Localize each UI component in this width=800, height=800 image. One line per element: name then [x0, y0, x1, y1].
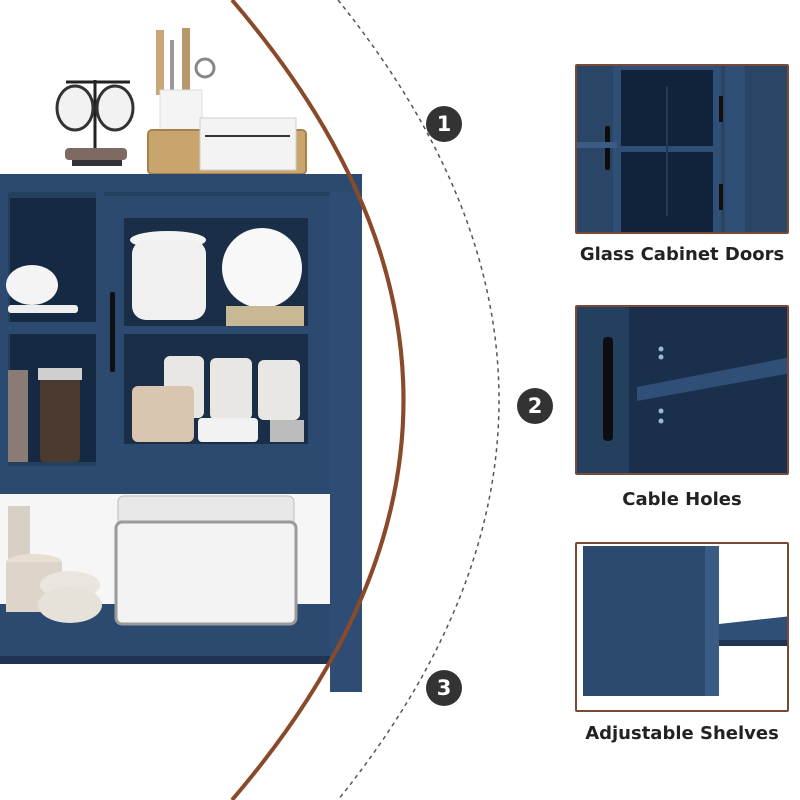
utensil-holder — [156, 28, 216, 136]
cable-holes-label: Cable Holes — [622, 489, 742, 510]
marker-2: 2 — [517, 388, 553, 424]
adjustable-shelves-label: Adjustable Shelves — [585, 723, 779, 744]
cable-holes-photo — [575, 305, 789, 475]
marker-1: 1 — [426, 106, 462, 142]
mug-rack — [55, 80, 135, 166]
cabinet-photo — [0, 28, 362, 692]
adjustable-shelves-photo — [575, 542, 789, 712]
marker-3: 3 — [426, 670, 462, 706]
glass-doors-label: Glass Cabinet Doors — [579, 244, 785, 265]
glass-doors-photo — [575, 64, 789, 234]
